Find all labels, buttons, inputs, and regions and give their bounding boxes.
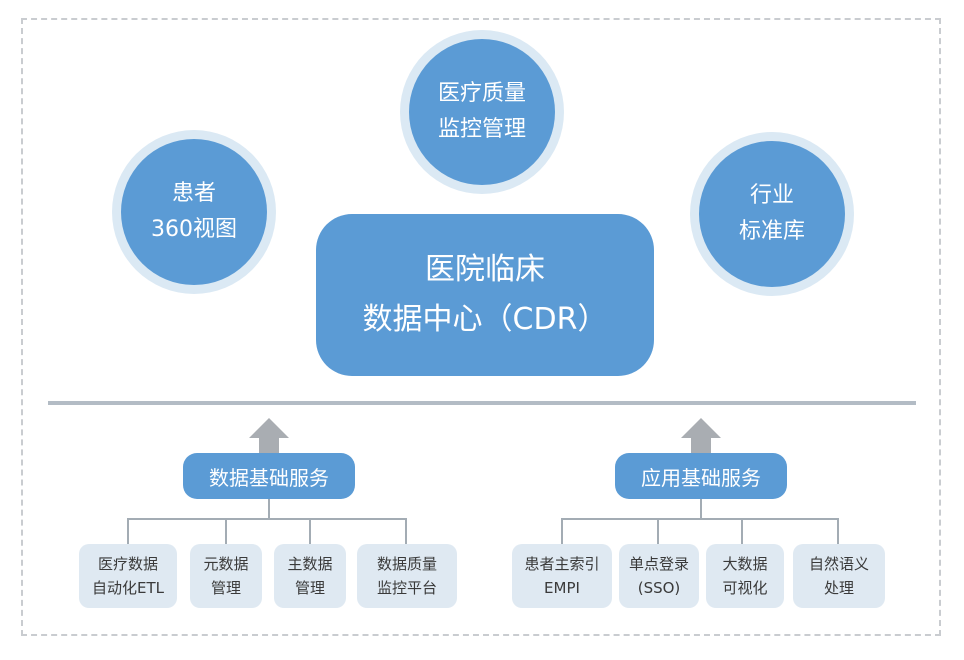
leaf-line2: 管理	[210, 579, 241, 597]
left-branch-line	[127, 518, 407, 520]
cdr-core-node: 医院临床 数据中心（CDR）	[316, 214, 654, 376]
patient-view-node: 患者 360视图	[112, 130, 276, 294]
bigdata-viz-service: 大数据 可视化	[706, 544, 784, 608]
leaf-line2: 管理	[294, 579, 325, 597]
leaf-line1: 患者主索引	[524, 555, 600, 573]
sso-service: 单点登录 (SSO)	[619, 544, 699, 608]
leaf-line2: 监控平台	[376, 579, 437, 597]
right-drop-line	[837, 518, 839, 544]
left-drop-line	[225, 518, 227, 544]
left-trunk-line	[268, 499, 270, 519]
etl-service: 医疗数据 自动化ETL	[79, 544, 177, 608]
quality-node-line1: 医疗质量	[437, 81, 526, 106]
app-services-title-text: 应用基础服务	[641, 465, 761, 490]
diagram-frame	[21, 18, 941, 636]
leaf-line2: (SSO)	[637, 579, 681, 597]
standards-line2: 标准库	[738, 219, 805, 244]
leaf-line2: 可视化	[722, 579, 768, 597]
leaf-line1: 自然语义	[808, 555, 869, 573]
leaf-line1: 主数据	[287, 555, 333, 573]
empi-service: 患者主索引 EMPI	[512, 544, 612, 608]
right-trunk-line	[700, 499, 702, 519]
data-services-title: 数据基础服务	[183, 453, 355, 499]
leaf-line2: 处理	[823, 579, 854, 597]
quality-node-line2: 监控管理	[437, 117, 526, 142]
right-drop-line	[741, 518, 743, 544]
quality-node-circle: 医疗质量 监控管理	[409, 39, 555, 185]
standards-node: 行业 标准库	[690, 132, 854, 296]
leaf-line2: 自动化ETL	[92, 579, 164, 597]
leaf-line1: 大数据	[722, 555, 768, 573]
standards-node-circle: 行业 标准库	[699, 141, 845, 287]
quality-node: 医疗质量 监控管理	[400, 30, 564, 194]
metadata-service: 元数据 管理	[190, 544, 262, 608]
right-up-arrow-icon	[681, 418, 721, 454]
leaf-line1: 元数据	[203, 555, 249, 573]
patient-view-node-circle: 患者 360视图	[121, 139, 267, 285]
app-services-title: 应用基础服务	[615, 453, 787, 499]
nlp-service: 自然语义 处理	[793, 544, 885, 608]
patient-view-line2: 360视图	[151, 217, 237, 242]
right-branch-line	[561, 518, 839, 520]
leaf-line2: EMPI	[544, 579, 580, 597]
data-quality-service: 数据质量 监控平台	[357, 544, 457, 608]
cdr-line2: 数据中心（CDR）	[362, 302, 608, 337]
layer-divider	[48, 401, 916, 405]
right-drop-line	[561, 518, 563, 544]
right-drop-line	[657, 518, 659, 544]
left-up-arrow-icon	[249, 418, 289, 454]
master-data-service: 主数据 管理	[274, 544, 346, 608]
leaf-line1: 单点登录	[628, 555, 689, 573]
leaf-line1: 数据质量	[376, 555, 437, 573]
left-drop-line	[405, 518, 407, 544]
leaf-line1: 医疗数据	[97, 555, 158, 573]
standards-line1: 行业	[749, 183, 794, 208]
patient-view-line1: 患者	[171, 181, 216, 206]
left-drop-line	[127, 518, 129, 544]
cdr-line1: 医院临床	[425, 252, 545, 287]
data-services-title-text: 数据基础服务	[209, 465, 329, 490]
left-drop-line	[309, 518, 311, 544]
